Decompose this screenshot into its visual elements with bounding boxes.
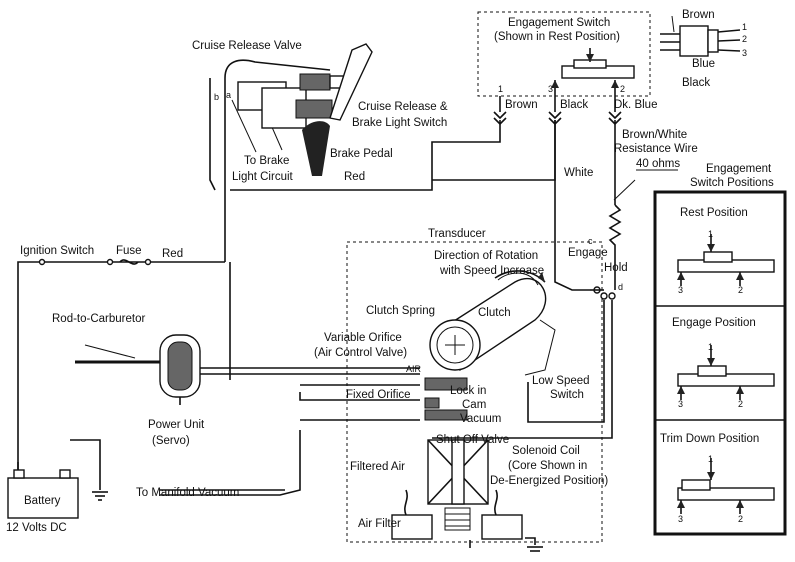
label-brake-pedal: Brake Pedal <box>330 148 393 160</box>
label-clutch: Clutch <box>478 307 511 319</box>
wiring <box>17 59 636 552</box>
label-clutch-spring: Clutch Spring <box>366 305 435 317</box>
pin-label: d <box>618 282 623 292</box>
pin-label: 2 <box>738 285 743 295</box>
pin-label: 3 <box>678 399 683 409</box>
label-ignition-switch: Ignition Switch <box>20 245 94 257</box>
label-red-lower: Red <box>162 248 183 260</box>
pin-label: a <box>226 90 231 100</box>
label-wire-black: Black <box>560 99 588 111</box>
label-low-speed-1: Low Speed <box>532 375 590 387</box>
label-engage: Engage <box>568 247 608 259</box>
pin-label: 3 <box>678 285 683 295</box>
label-battery: Battery <box>24 495 61 507</box>
pin-label: 2 <box>738 514 743 524</box>
label-engagement-switch-1: Engagement Switch <box>508 17 610 29</box>
label-red-upper: Red <box>344 171 365 183</box>
label-battery-volts: 12 Volts DC <box>6 522 67 534</box>
connector-plug-icon <box>660 15 741 57</box>
pin-label: 2 <box>620 84 625 94</box>
label-resistance-3: 40 ohms <box>636 158 680 170</box>
label-solenoid-3: De-Energized Position) <box>490 475 608 487</box>
label-resistance-1: Brown/White <box>622 129 687 141</box>
engage-hold-contacts <box>590 286 616 300</box>
switch-positions-panel <box>653 190 787 536</box>
pin-label: 1 <box>708 342 713 352</box>
pin-label: 3 <box>742 48 747 58</box>
text-labels: Cruise Release Valve Cruise Release & Br… <box>6 9 774 534</box>
label-lock-in-3: Vacuum <box>460 413 501 425</box>
label-plug-brown: Brown <box>682 9 715 21</box>
label-solenoid-2: (Core Shown in <box>508 460 587 472</box>
label-cruise-release-switch-1: Cruise Release & <box>358 101 448 113</box>
label-to-manifold-vacuum: To Manifold Vacuum <box>136 487 239 499</box>
pin-label: 3 <box>678 514 683 524</box>
label-trim-down-position: Trim Down Position <box>660 433 759 445</box>
label-air-filter: Air Filter <box>358 518 401 530</box>
air-filter-icon <box>391 489 523 540</box>
pin-label: 1 <box>708 454 713 464</box>
label-engagement-switch-2: (Shown in Rest Position) <box>494 31 620 43</box>
clutch-icon <box>429 272 556 376</box>
label-power-unit-1: Power Unit <box>148 419 205 431</box>
pin-label: c <box>588 236 593 246</box>
label-resistance-2: Resistance Wire <box>614 143 698 155</box>
solenoid-coil-icon <box>427 439 489 531</box>
ignition-switch <box>38 258 152 266</box>
label-engage-position: Engage Position <box>672 317 756 329</box>
pin-label: 1 <box>498 84 503 94</box>
connector-black <box>548 111 562 126</box>
label-wire-dk-blue: Dk. Blue <box>614 99 657 111</box>
label-power-unit-2: (Servo) <box>152 435 190 447</box>
label-plug-blue: Blue <box>692 58 715 70</box>
label-fuse: Fuse <box>116 245 142 257</box>
pin-label: 2 <box>742 34 747 44</box>
label-transducer: Transducer <box>428 228 486 240</box>
brake-pedal-icon <box>302 43 373 176</box>
orifice-lines <box>160 377 468 496</box>
label-filtered-air: Filtered Air <box>350 461 405 473</box>
pin-label: 1 <box>708 229 713 239</box>
label-wire-brown: Brown <box>505 99 538 111</box>
pin-label: 1 <box>742 22 747 32</box>
cruise-release-valve-icon <box>237 73 345 129</box>
label-rest-position: Rest Position <box>680 207 748 219</box>
label-hold: Hold <box>604 262 628 274</box>
label-rod-to-carburetor: Rod-to-Carburetor <box>52 313 145 325</box>
direction-arrow-icon <box>494 270 546 283</box>
label-lock-in-2: Cam <box>462 399 486 411</box>
label-variable-orifice-2: (Air Control Valve) <box>314 347 407 359</box>
label-cruise-release-switch-2: Brake Light Switch <box>352 117 447 129</box>
pin-label: 2 <box>738 399 743 409</box>
label-wire-white: White <box>564 167 593 179</box>
label-low-speed-2: Switch <box>550 389 584 401</box>
label-lock-in-1: Lock in <box>450 385 486 397</box>
label-cruise-release-valve: Cruise Release Valve <box>192 40 302 52</box>
battery-icon <box>7 462 79 519</box>
connector-brown <box>493 111 507 126</box>
label-positions-title-1: Engagement <box>706 163 772 175</box>
power-unit-icon <box>75 334 420 405</box>
rest-position-icon <box>677 234 775 286</box>
label-to-brake-1: To Brake <box>244 155 289 167</box>
label-solenoid-1: Solenoid Coil <box>512 445 580 457</box>
engagement-switch-box <box>477 11 651 112</box>
trim-down-position-icon <box>677 458 775 514</box>
pin-label: b <box>214 92 219 102</box>
label-fixed-orifice: Fixed Orifice <box>346 389 411 401</box>
label-to-brake-2: Light Circuit <box>232 171 294 183</box>
pin-label: 3 <box>548 84 553 94</box>
label-air: AIR <box>406 364 422 374</box>
label-variable-orifice-1: Variable Orifice <box>324 332 402 344</box>
connector-dkblue <box>608 111 622 126</box>
label-plug-black: Black <box>682 77 710 89</box>
label-direction-2: with Speed Increase <box>439 265 544 277</box>
label-shut-off-valve: Shut Off Valve <box>436 434 509 446</box>
label-direction-1: Direction of Rotation <box>434 250 538 262</box>
engage-position-icon <box>677 345 775 400</box>
transducer-box <box>346 241 603 543</box>
label-positions-title-2: Switch Positions <box>690 177 774 189</box>
